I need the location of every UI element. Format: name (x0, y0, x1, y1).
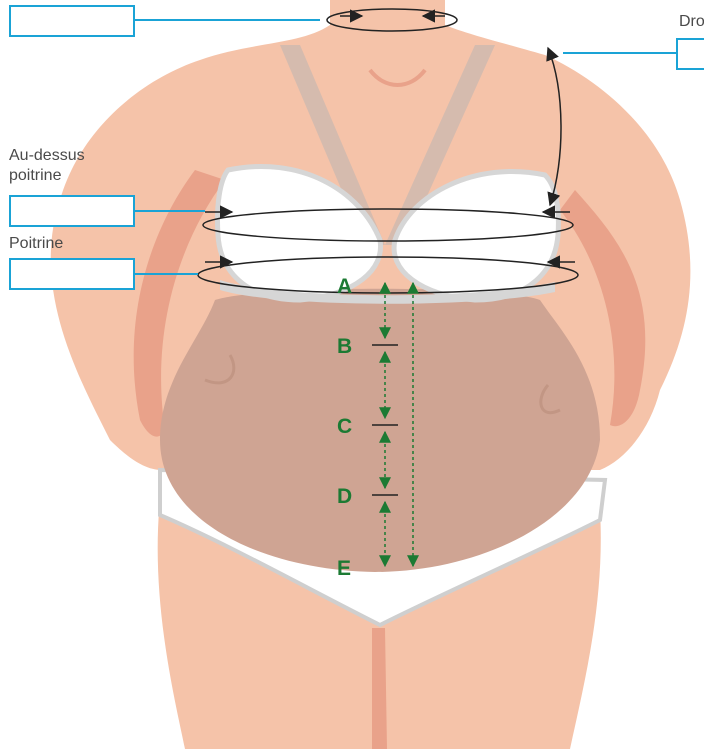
bust-label: Poitrine (9, 234, 63, 253)
zone-label-b: B (337, 335, 352, 358)
bust-field[interactable] (9, 258, 135, 290)
above-bust-label-line1: Au-dessus (9, 146, 85, 165)
shoulder-field[interactable] (676, 38, 704, 70)
belly (160, 289, 600, 572)
zone-label-c: C (337, 415, 352, 438)
zone-label-d: D (337, 485, 352, 508)
zone-label-a: A (337, 275, 352, 298)
leg-gap (372, 628, 387, 749)
neck-field[interactable] (9, 5, 135, 37)
above-bust-field[interactable] (9, 195, 135, 227)
above-bust-label-line2: poitrine (9, 166, 61, 185)
shoulder-label: Dro (679, 12, 704, 31)
zone-label-e: E (337, 557, 351, 580)
